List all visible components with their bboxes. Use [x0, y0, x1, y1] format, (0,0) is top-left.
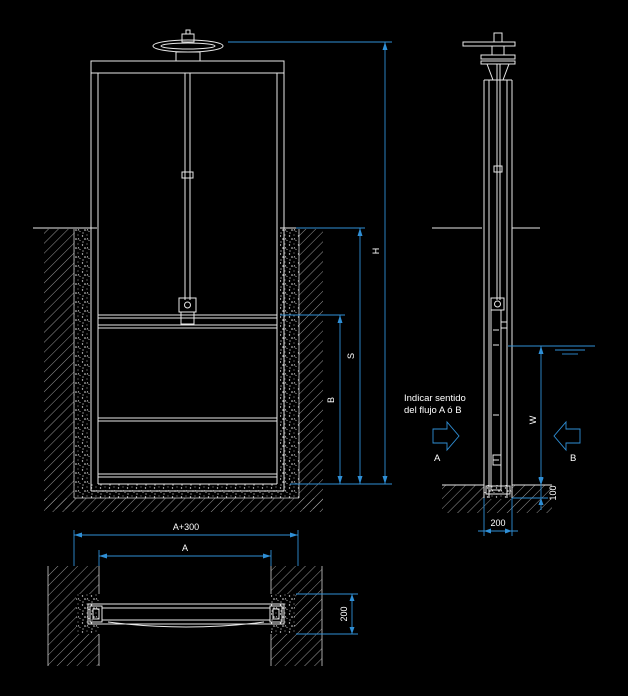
side-view: Indicar sentido del flujo A ó B A B W 10…: [404, 32, 595, 536]
label-B: B: [570, 453, 576, 464]
flow-arrow-B: [553, 420, 581, 452]
dimension-100: 100: [512, 478, 558, 510]
dim-200-plan-label: 200: [339, 606, 349, 621]
dim-H-label: H: [371, 248, 381, 255]
flow-arrow-A: [432, 420, 460, 452]
front-view: H S B: [33, 29, 392, 512]
soil-bottom: [44, 498, 323, 512]
concrete-wall-right: [280, 229, 299, 498]
dimension-A-plan: A: [98, 543, 272, 566]
dim-B-label: B: [326, 397, 336, 403]
flow-note-line2: del flujo A ó B: [404, 405, 462, 416]
stem-front: [178, 73, 197, 325]
plan-view: A+300 A: [47, 522, 358, 666]
handwheel-front: [152, 29, 224, 62]
dimension-200-side: 200: [478, 498, 518, 536]
dim-A300-label: A+300: [173, 522, 199, 532]
concrete-wall-left: [74, 229, 91, 498]
label-A: A: [434, 453, 441, 464]
soil-right: [299, 229, 323, 509]
dim-S-label: S: [346, 353, 356, 359]
gate-leaf: [98, 314, 277, 478]
dimension-A300: A+300: [73, 522, 299, 566]
dimension-W: W: [528, 346, 544, 485]
dimension-B: B: [280, 314, 345, 484]
frame-side: [483, 64, 513, 498]
dim-A-label: A: [182, 543, 188, 553]
soil-left: [44, 229, 74, 509]
dim-200-side-label: 200: [490, 518, 505, 528]
dimension-H: H: [228, 41, 392, 485]
flow-note-line1: Indicar sentido: [404, 393, 466, 404]
top-beam: [90, 60, 285, 74]
dim-W-label: W: [528, 415, 538, 424]
dimension-200-plan: 200: [296, 593, 358, 635]
dimension-S: S: [296, 227, 365, 484]
water-level-mark: [508, 345, 595, 355]
handwheel-side: [462, 32, 516, 81]
plan-gate-section: [87, 603, 285, 628]
dim-100-label: 100: [548, 485, 558, 500]
